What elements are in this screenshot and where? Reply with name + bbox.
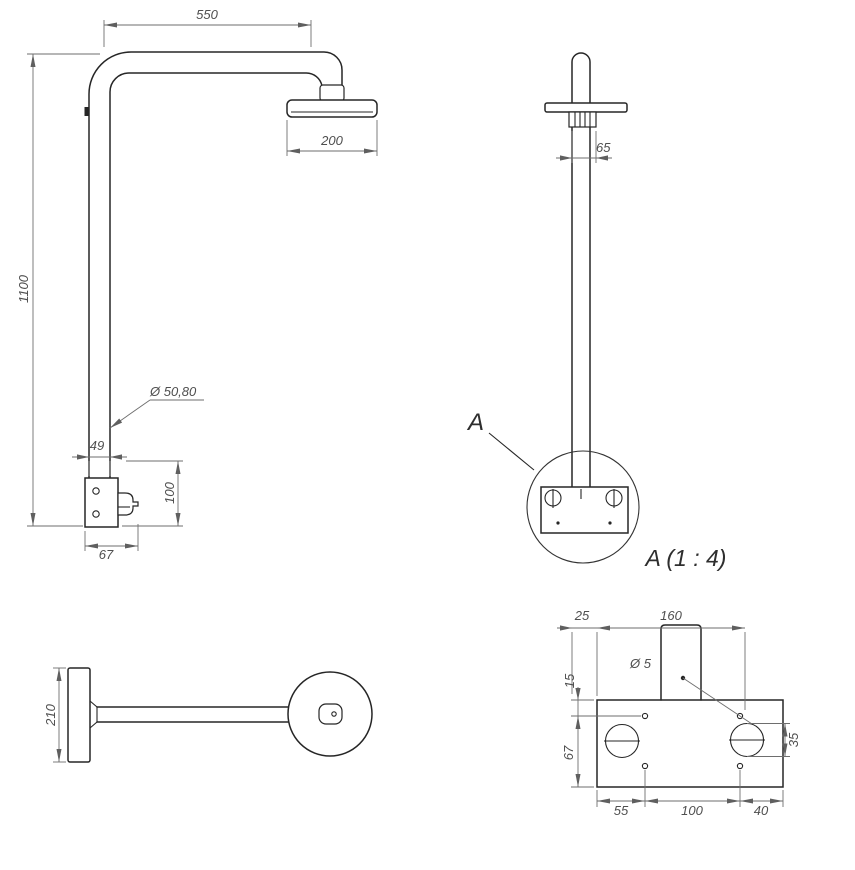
dimension-67-front: 67 (84, 524, 139, 562)
dim-diameter-label: Ø 50,80 (149, 384, 197, 399)
front-view: 550 200 1100 Ø 50,80 49 (16, 7, 378, 562)
dim-67-detail-label: 67 (561, 745, 576, 760)
wall-plate-side (540, 486, 629, 534)
dimension-160: 160 (596, 608, 746, 710)
dimension-15: 15 (562, 673, 641, 717)
side-view: A 65 A (1 : 4) (466, 52, 727, 571)
detail-boundary-circle (526, 450, 640, 564)
dimension-100-front: 100 (122, 460, 183, 527)
plate-hole-top (92, 487, 100, 495)
dimension-small-hole-diameter: Ø 5 (629, 656, 753, 725)
dim-15-label: 15 (562, 673, 577, 688)
detail-view-title: A (1 : 4) (644, 545, 727, 571)
dim-1100-label: 1100 (16, 274, 31, 303)
dim-49-label: 49 (90, 438, 104, 453)
wall-plate-front (84, 477, 139, 528)
dimension-67-detail: 67 (561, 716, 594, 788)
detail-marker-label: A (466, 409, 484, 436)
dimension-25: 25 (557, 608, 597, 694)
dim-550-label: 550 (196, 7, 218, 22)
small-holes (641, 712, 744, 770)
pipe-flange-top (89, 700, 98, 729)
dimension-49: 49 (72, 438, 127, 476)
dim-35-label: 35 (786, 732, 801, 747)
dimension-1100: 1100 (16, 53, 100, 527)
dim-25-label: 25 (574, 608, 590, 623)
dim-100-detail-label: 100 (681, 803, 703, 818)
dimension-550: 550 (103, 7, 312, 47)
head-nut-side (568, 111, 597, 128)
dim-210-label: 210 (43, 703, 58, 726)
dimension-pipe-diameter: Ø 50,80 (109, 384, 204, 429)
shower-head-front (286, 99, 378, 118)
dim-65-label: 65 (596, 140, 611, 155)
dim-160-label: 160 (660, 608, 682, 623)
dim-200-label: 200 (320, 133, 343, 148)
dim-100-front-label: 100 (162, 481, 177, 503)
wall-plate-top (67, 667, 91, 763)
dimension-200: 200 (286, 120, 378, 156)
dim-small-hole-label: Ø 5 (629, 656, 652, 671)
head-connector-nut (319, 84, 345, 102)
slot-hole-left (604, 723, 640, 759)
top-view: 210 (43, 667, 373, 763)
detail-callout: A (466, 409, 535, 471)
detail-view: 25 160 Ø 5 15 67 (557, 608, 801, 818)
dimension-bottom-chain: 55 100 40 (596, 770, 784, 818)
side-view-pipe (571, 52, 591, 488)
pipe-stub-detail (660, 624, 702, 701)
dim-55-label: 55 (614, 803, 629, 818)
dim-40-label: 40 (754, 803, 769, 818)
shower-head-side (544, 102, 628, 113)
dimension-210: 210 (43, 667, 66, 763)
mount-bracket (117, 492, 139, 516)
plate-hole-bottom (92, 510, 100, 518)
weld-tick (84, 107, 89, 116)
dimension-35: 35 (747, 723, 801, 757)
front-view-column-outline (84, 51, 343, 480)
head-connector-top (318, 703, 343, 725)
dim-67-front-label: 67 (99, 547, 114, 562)
dimension-65: 65 (556, 131, 612, 163)
base-plate-detail (596, 699, 784, 788)
